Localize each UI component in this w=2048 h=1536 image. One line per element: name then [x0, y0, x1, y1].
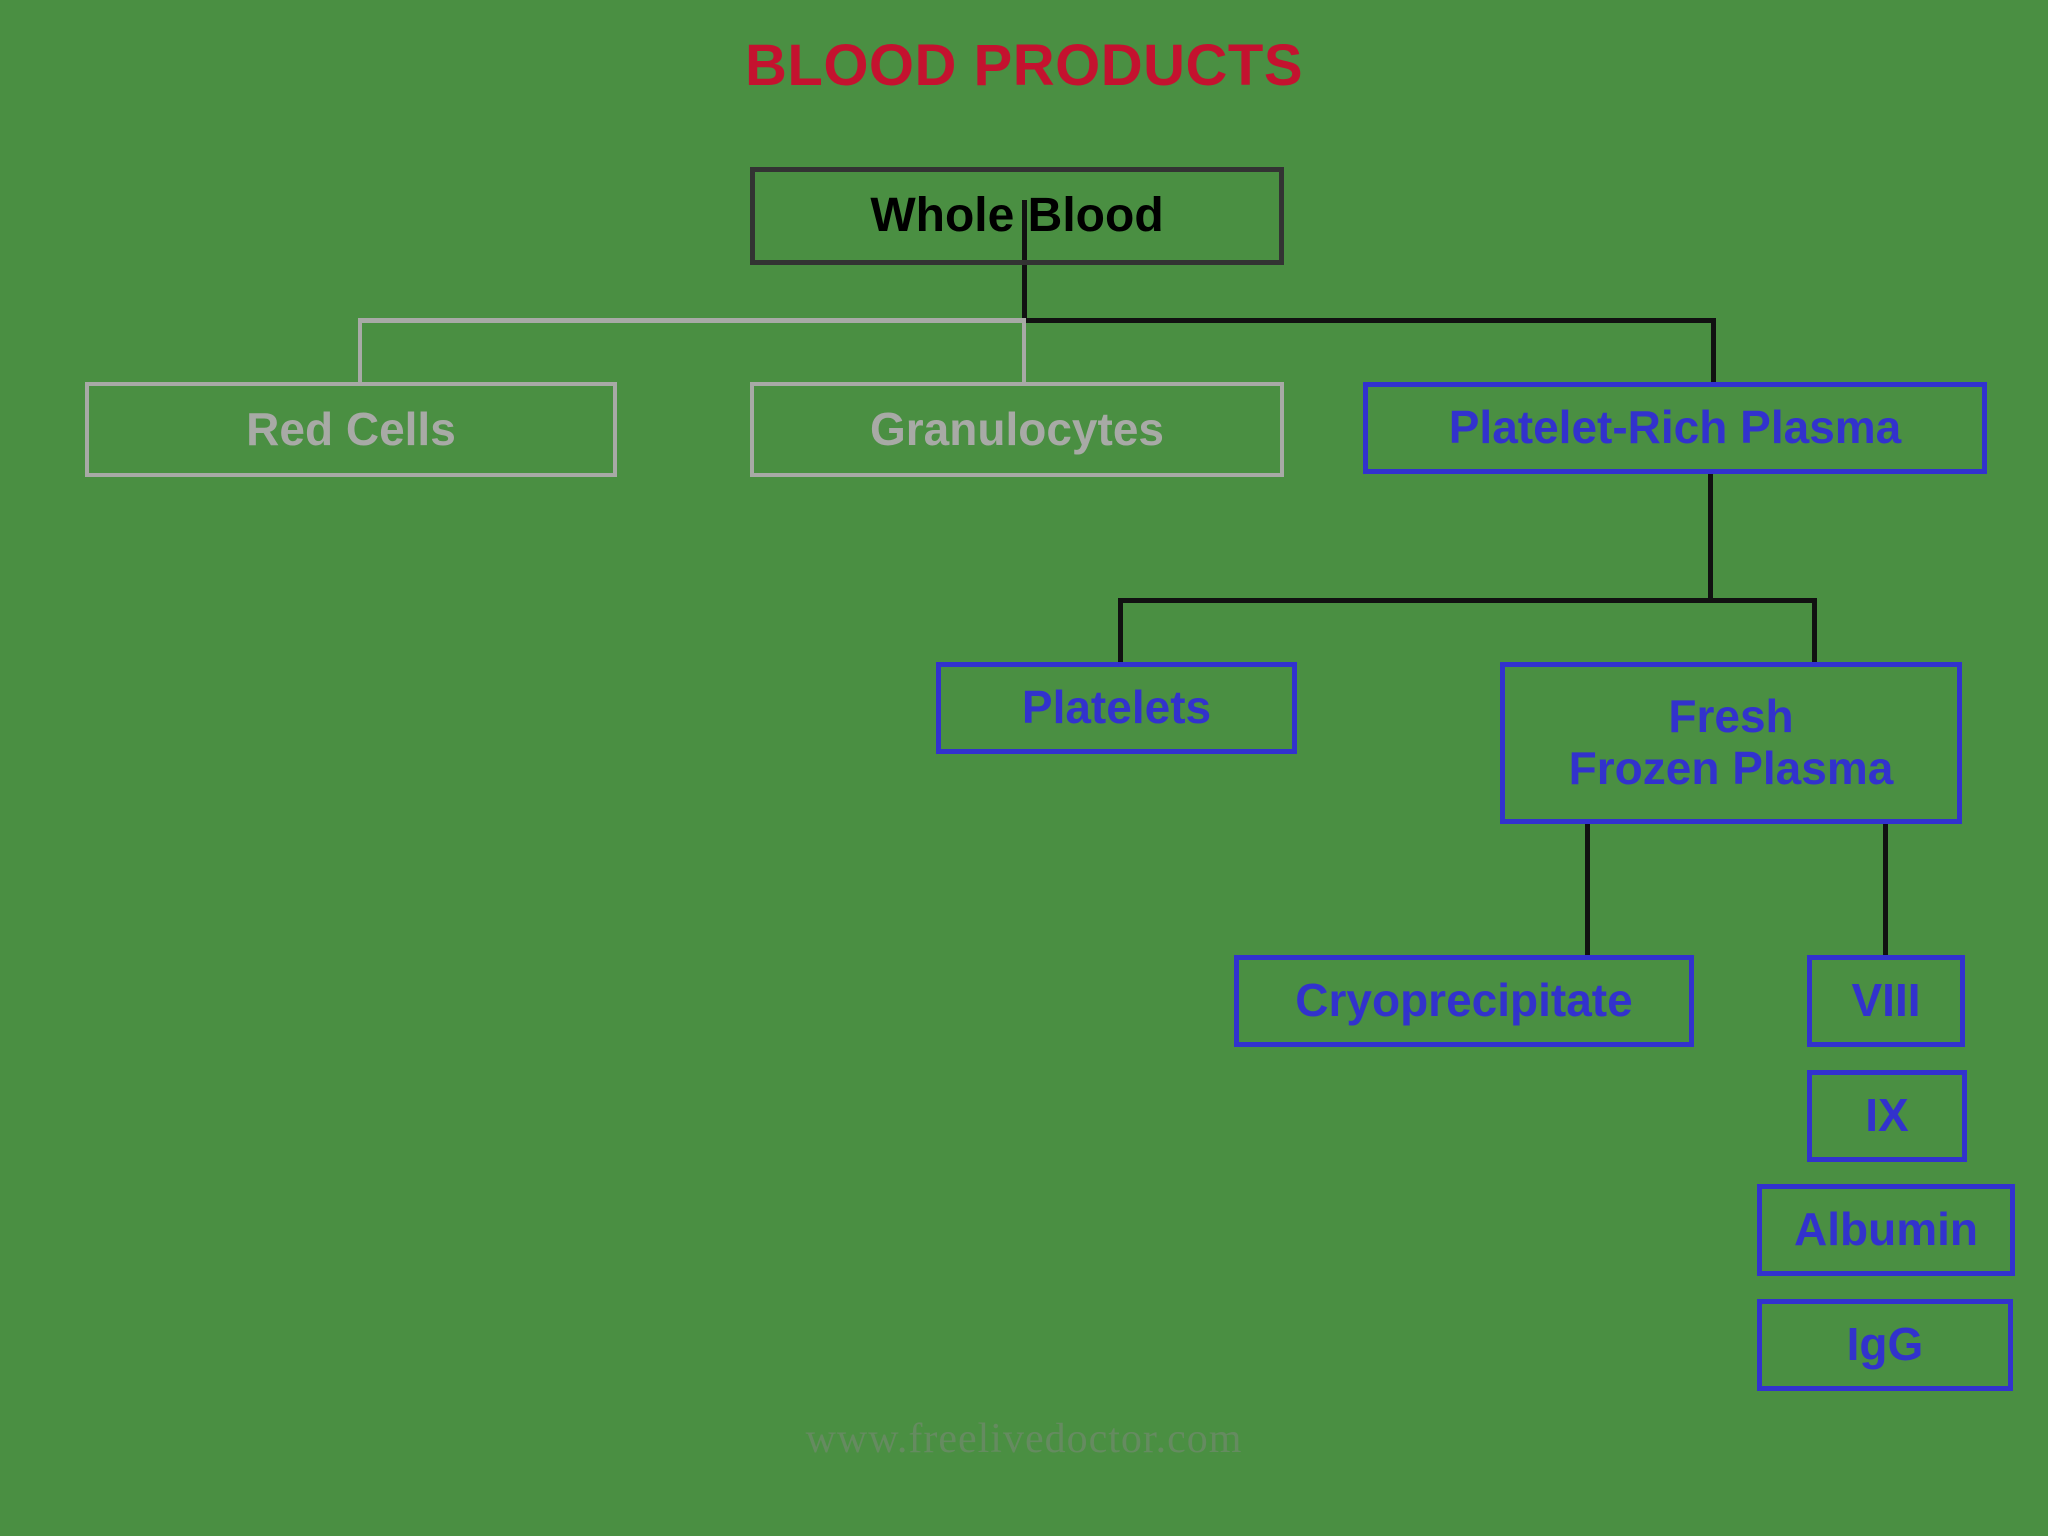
connector-to-granulocytes	[1022, 318, 1026, 384]
node-igg-label: IgG	[1846, 1318, 1924, 1371]
node-granulocytes[interactable]: Granulocytes	[750, 382, 1284, 477]
node-platelet-rich-plasma[interactable]: Platelet-Rich Plasma	[1363, 382, 1987, 474]
node-platelet-rich-plasma-label: Platelet-Rich Plasma	[1448, 401, 1902, 454]
connector-prp-stem	[1708, 470, 1713, 602]
connector-bus-prp	[1118, 598, 1817, 603]
node-granulocytes-label: Granulocytes	[870, 402, 1164, 455]
node-albumin[interactable]: Albumin	[1757, 1184, 2015, 1276]
node-factor-ix-label: IX	[1865, 1089, 1909, 1142]
connector-to-platelet-rich-plasma	[1711, 318, 1716, 386]
connector-bus-top-right	[1022, 318, 1716, 323]
node-fresh-frozen-plasma-label-line2: Frozen Plasma	[1568, 742, 1894, 794]
node-factor-ix[interactable]: IX	[1807, 1070, 1967, 1162]
watermark-text: www.freelivedoctor.com	[805, 1416, 1243, 1462]
connector-to-red-cells	[358, 318, 362, 384]
node-fresh-frozen-plasma[interactable]: Fresh Frozen Plasma	[1500, 662, 1962, 824]
node-platelets-label: Platelets	[1021, 681, 1212, 734]
node-platelets[interactable]: Platelets	[936, 662, 1297, 754]
node-red-cells[interactable]: Red Cells	[85, 382, 617, 477]
node-cryoprecipitate[interactable]: Cryoprecipitate	[1234, 955, 1694, 1047]
node-albumin-label: Albumin	[1794, 1203, 1978, 1256]
node-cryoprecipitate-label: Cryoprecipitate	[1295, 974, 1633, 1027]
node-igg[interactable]: IgG	[1757, 1299, 2013, 1391]
node-whole-blood[interactable]: Whole Blood	[750, 167, 1284, 265]
connector-to-platelets	[1118, 598, 1123, 666]
connector-to-viii	[1883, 822, 1888, 955]
connector-to-cryoprecipitate	[1585, 822, 1590, 955]
connector-bus-top-left	[358, 318, 1024, 323]
node-whole-blood-label: Whole Blood	[870, 189, 1164, 243]
connector-to-fresh-frozen-plasma	[1812, 598, 1817, 666]
node-factor-viii-label: VIII	[1851, 974, 1921, 1027]
page-title: BLOOD PRODUCTS	[745, 33, 1303, 98]
node-fresh-frozen-plasma-label-line1: Fresh	[1668, 690, 1794, 743]
node-red-cells-label: Red Cells	[246, 402, 456, 455]
node-factor-viii[interactable]: VIII	[1807, 955, 1965, 1047]
